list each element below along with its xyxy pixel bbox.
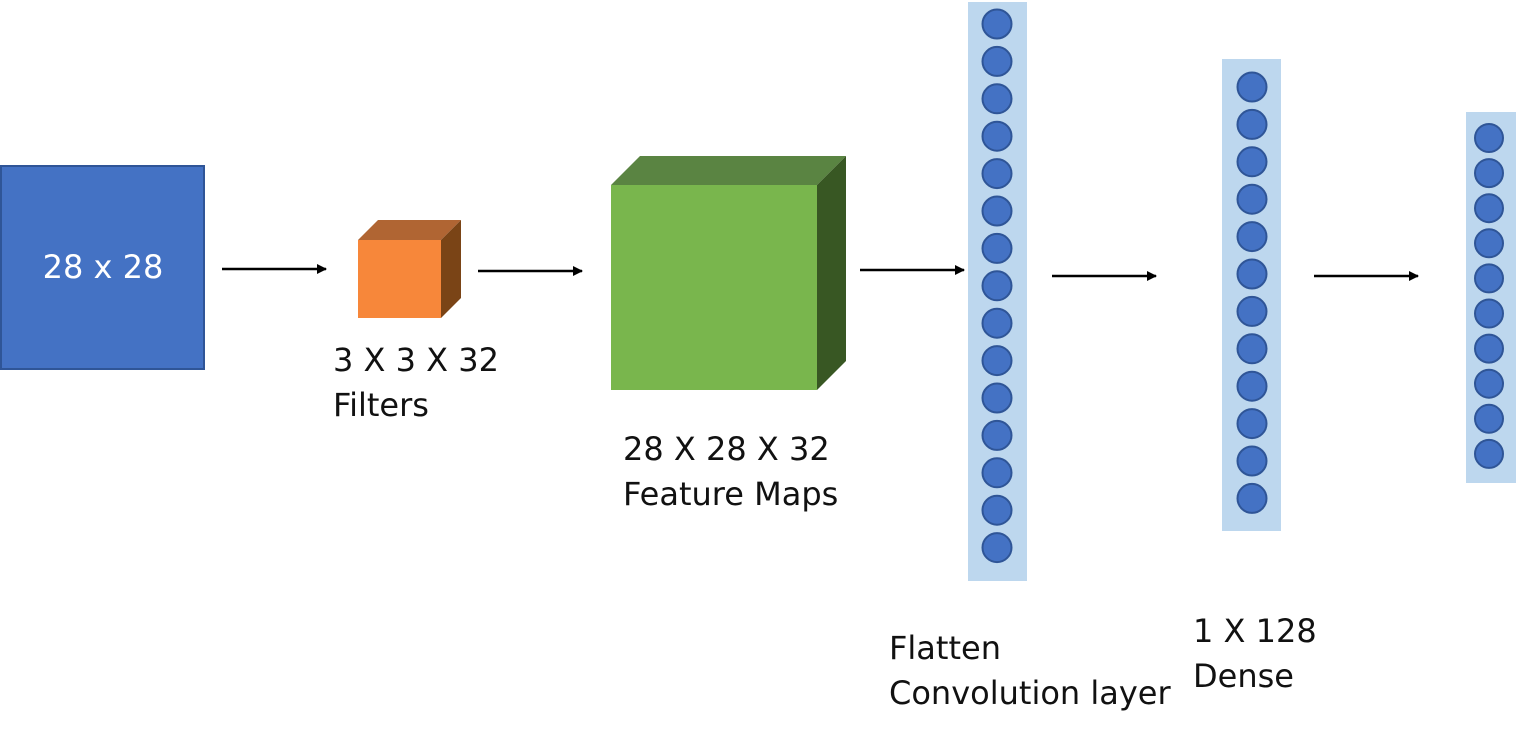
filter-cube-side (441, 220, 461, 318)
flatten-neuron (981, 307, 1013, 339)
feature-maps-cube-side (817, 156, 846, 390)
dense-neuron (1236, 408, 1268, 440)
dense-neuron (1236, 333, 1268, 365)
input-image-block: 28 x 28 (0, 165, 205, 370)
input-square (0, 165, 205, 370)
dense-neuron (1236, 108, 1268, 140)
dense-neuron (1236, 295, 1268, 327)
filter-cube (358, 220, 461, 318)
flatten-neuron (981, 83, 1013, 115)
dense-neuron (1236, 482, 1268, 514)
filters-name-label: Filters (333, 386, 429, 424)
dense-neuron (1236, 258, 1268, 290)
dense-neuron (1236, 445, 1268, 477)
flatten-neuron (981, 158, 1013, 190)
output-neuron (1474, 158, 1504, 189)
output-neuron (1474, 333, 1504, 364)
dense-neuron (1236, 370, 1268, 402)
flatten-neuron (981, 457, 1013, 489)
dense-neuron (1236, 71, 1268, 103)
dense-neuron (1236, 221, 1268, 253)
output-neuron (1474, 368, 1504, 399)
flatten-neuron (981, 419, 1013, 451)
input-size-label: 28 x 28 (43, 248, 164, 286)
output-neuron (1474, 298, 1504, 329)
filter-cube-front (358, 240, 441, 318)
flatten-neuron (981, 345, 1013, 377)
flatten-neuron (981, 120, 1013, 152)
output-neuron (1474, 228, 1504, 259)
output-neuron (1474, 263, 1504, 294)
flatten-neuron (981, 232, 1013, 264)
feature-maps-name-label: Feature Maps (623, 475, 838, 513)
dense-neuron (1236, 183, 1268, 215)
feature-maps-cube (611, 156, 846, 390)
dense-size-label: 1 X 128 (1193, 612, 1317, 650)
output-layer-neurons (1474, 123, 1504, 469)
output-neuron (1474, 123, 1504, 153)
flatten-neuron (981, 382, 1013, 414)
dense-layer-neurons (1236, 71, 1268, 514)
flatten-neuron (981, 494, 1013, 526)
convolution-layer-label: Convolution layer (889, 674, 1171, 712)
flatten-neuron (981, 8, 1013, 40)
flatten-neuron (981, 270, 1013, 302)
flatten-neuron (981, 532, 1013, 564)
feature-maps-size-label: 28 X 28 X 32 (623, 430, 830, 468)
filter-cube-top (358, 220, 461, 240)
output-neuron (1474, 403, 1504, 434)
filters-size-label: 3 X 3 X 32 (333, 341, 499, 379)
dense-name-label: Dense (1193, 657, 1294, 695)
flatten-label: Flatten (889, 629, 1001, 667)
flatten-layer-neurons (981, 8, 1013, 564)
flatten-neuron (981, 195, 1013, 227)
feature-maps-cube-top (611, 156, 846, 185)
output-neuron (1474, 438, 1504, 469)
output-neuron (1474, 193, 1504, 224)
dense-neuron (1236, 146, 1268, 178)
feature-maps-cube-front (611, 185, 817, 390)
flatten-neuron (981, 45, 1013, 77)
